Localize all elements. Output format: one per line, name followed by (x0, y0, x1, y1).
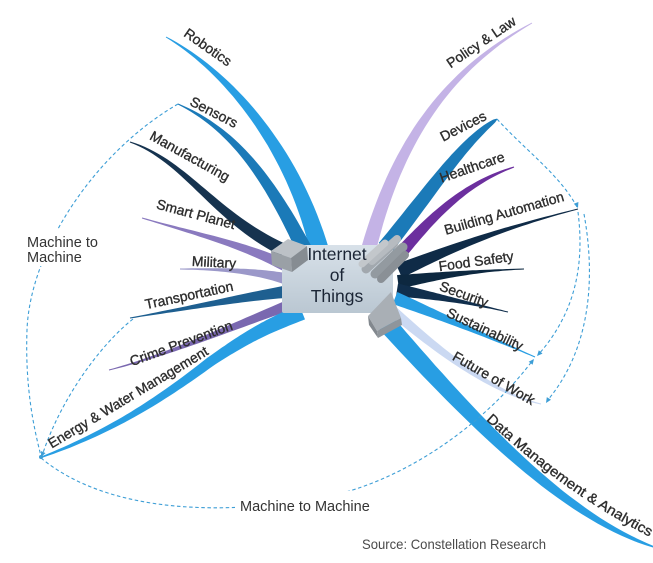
svg-text:of: of (330, 265, 345, 285)
svg-text:Machine to Machine: Machine to Machine (240, 499, 370, 515)
svg-text:Internet: Internet (307, 244, 366, 264)
svg-text:Source: Constellation Researc: Source: Constellation Research (362, 536, 546, 552)
svg-text:Military: Military (191, 253, 236, 271)
svg-text:Things: Things (311, 286, 364, 306)
svg-text:Machine: Machine (27, 250, 82, 266)
svg-text:Machine to: Machine to (27, 235, 98, 251)
